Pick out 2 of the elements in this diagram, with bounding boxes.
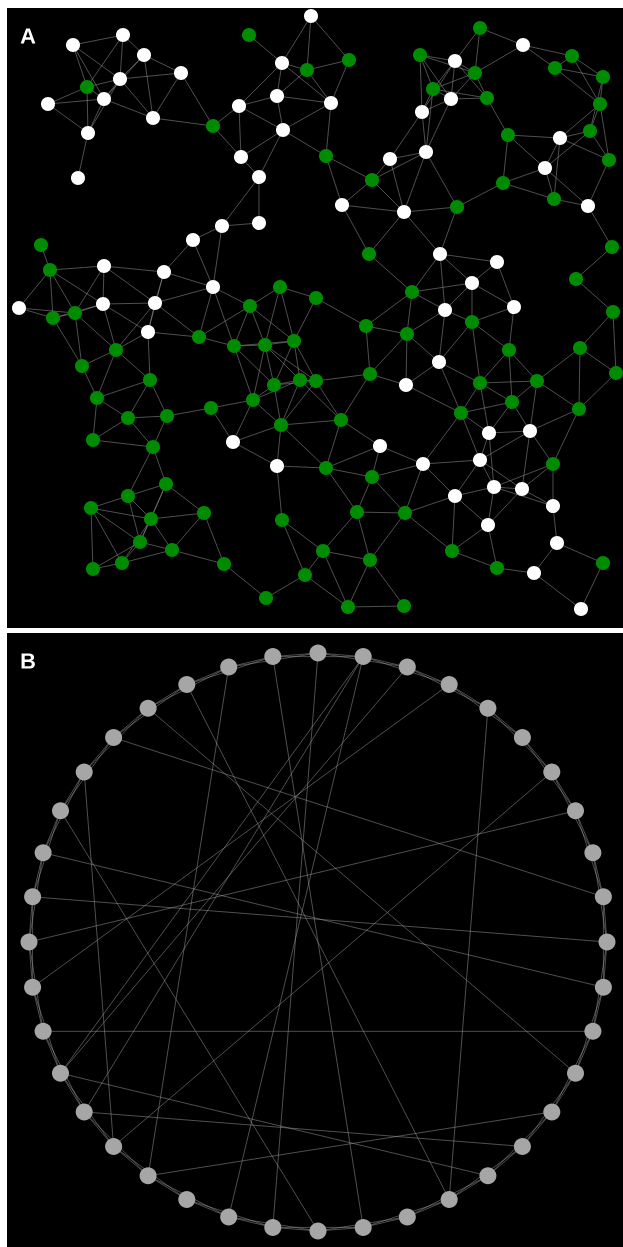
panel-label: A [20,28,36,44]
panel-label: B [21,653,35,669]
